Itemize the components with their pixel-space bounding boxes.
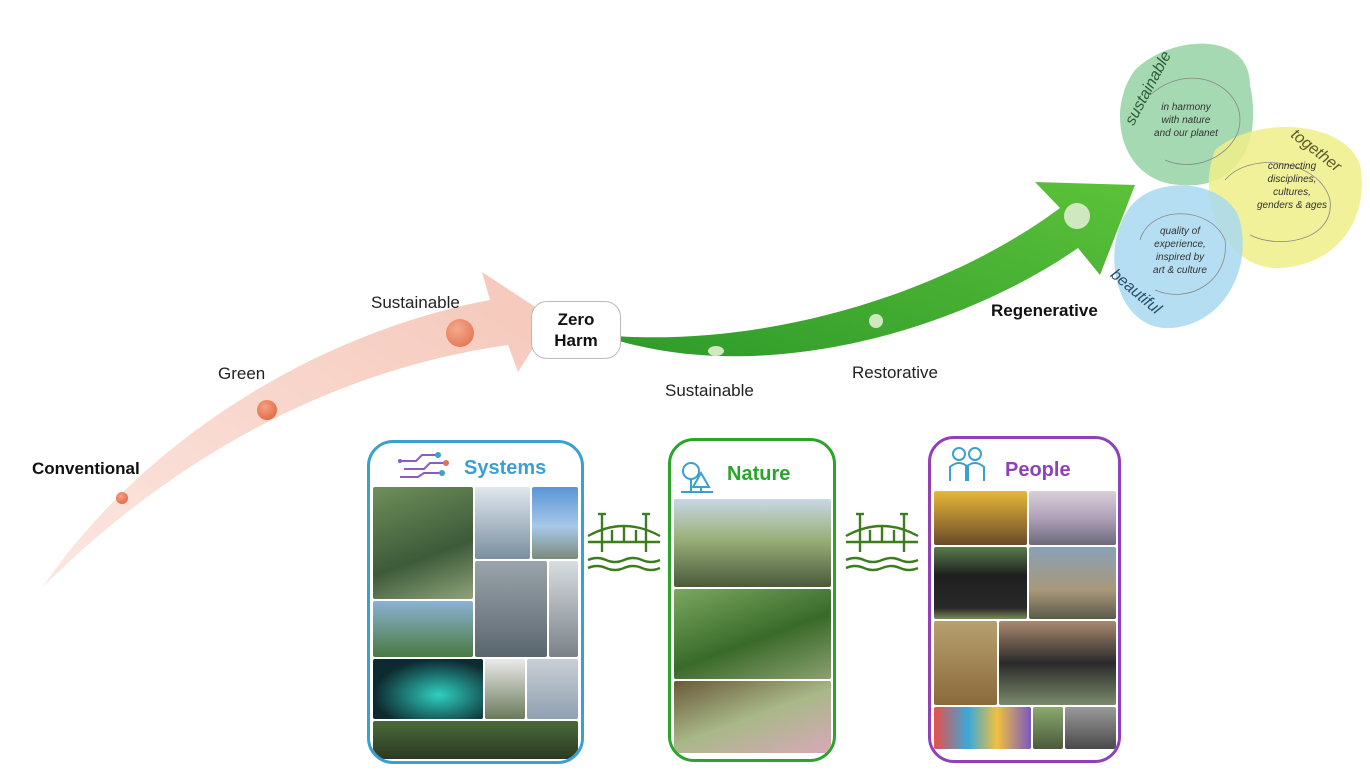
venn-text-line: quality of [1159,226,1201,237]
stage-label-restorative: Restorative [852,363,938,382]
people-photo [1029,547,1116,619]
venn-text-line: art & culture [1153,265,1207,276]
people-photo [934,547,1027,619]
venn-diagram [1114,43,1362,329]
venn-beautiful-blob [1114,185,1243,329]
nature-card: Nature [668,438,836,762]
venn-text-line: cultures, [1273,187,1311,198]
zero-harm-box: Zero Harm [531,301,621,359]
people-card: People [928,436,1121,763]
nature-photo [674,499,831,587]
people-photo [1065,707,1116,749]
nature-photo [674,681,831,753]
systems-photo [373,601,473,657]
green-dot [257,400,277,420]
systems-photo [549,561,578,657]
venn-text-line: in harmony [1161,102,1211,113]
people-icon [949,447,985,481]
venn-text-line: experience, [1154,239,1206,250]
sustainable-pre-dot [446,319,474,347]
people-photo [999,621,1116,705]
people-title: People [1005,459,1071,481]
venn-text-beautiful: quality of experience, inspired by art &… [1140,225,1220,277]
nature-photo [674,589,831,679]
conventional-dot [116,492,128,504]
systems-card: Systems [367,440,584,764]
stage-label-sustainable-post: Sustainable [665,381,754,400]
systems-photo [475,561,547,657]
systems-title: Systems [464,457,547,479]
nature-title: Nature [727,463,791,485]
venn-text-line: disciplines, [1267,174,1317,185]
venn-text-sustainable: in harmony with nature and our planet [1146,101,1226,140]
zero-harm-line1: Zero [557,310,595,329]
people-photo [934,621,997,705]
people-photo [934,491,1027,545]
stage-label-conventional: Conventional [32,459,140,478]
sustainable-post-dot [708,346,724,356]
venn-text-line: and our planet [1154,128,1218,139]
circuit-icon [398,452,449,478]
bridge-icon [587,512,661,572]
systems-photo [373,721,578,759]
venn-text-line: genders & ages [1256,200,1328,211]
people-photo [934,707,1031,749]
people-photo [1029,491,1116,545]
venn-together-blob [1208,127,1362,269]
pre-zero-harm-arrow [42,272,552,588]
tree-icon [681,462,713,493]
venn-text-line: connecting [1267,161,1317,172]
systems-photo [485,659,525,719]
regenerative-dot [1064,203,1090,229]
people-photo [1033,707,1063,749]
bridge-icon [845,512,919,572]
zero-harm-line2: Harm [554,331,598,350]
systems-photo [475,487,530,559]
venn-text-line: with nature [1161,115,1211,126]
venn-text-line: inspired by [1155,252,1205,263]
venn-text-together: connecting disciplines, cultures, gender… [1252,160,1332,212]
stage-label-regenerative: Regenerative [991,301,1098,320]
systems-photo [373,487,473,599]
post-zero-harm-arrow [600,182,1135,357]
systems-photo [527,659,578,719]
restorative-dot [869,314,883,328]
systems-photo [532,487,578,559]
systems-photo [373,659,483,719]
stage-label-sustainable-pre: Sustainable [371,293,460,312]
stage-label-green: Green [218,364,266,383]
